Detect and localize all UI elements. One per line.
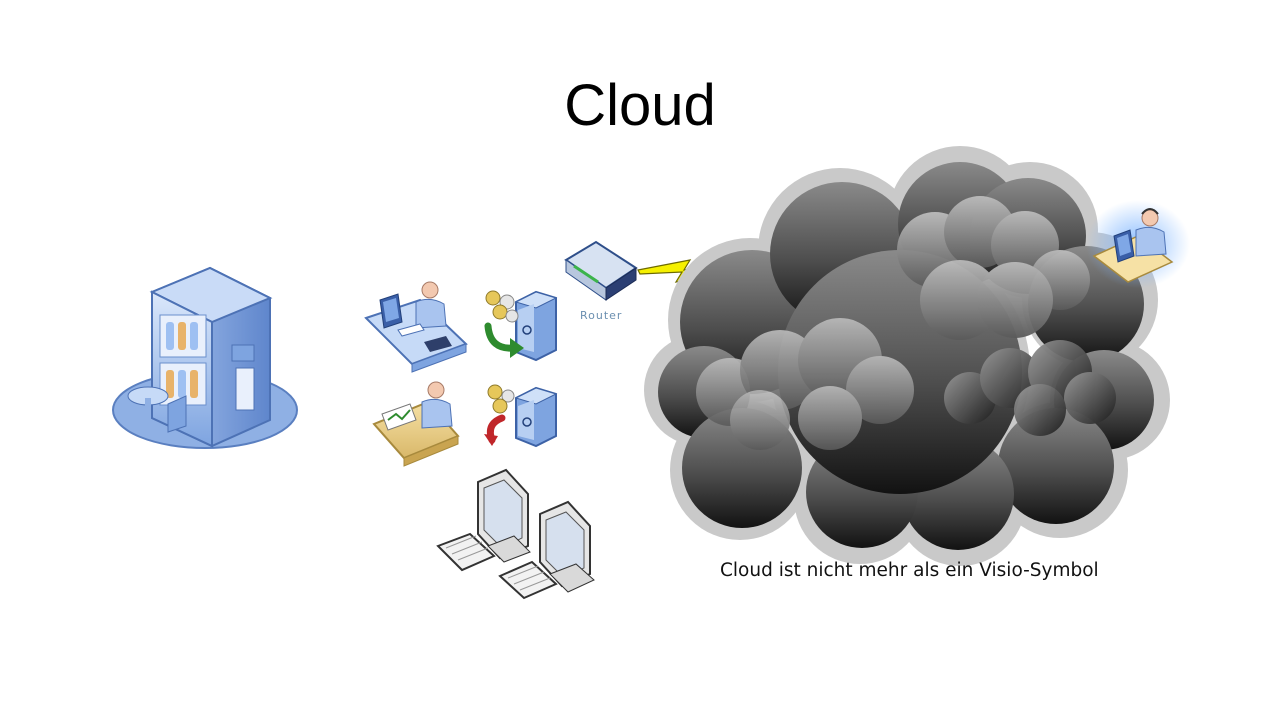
cloud-icon: [644, 146, 1170, 566]
router-label: Router: [580, 309, 623, 322]
server-inflow-icon: [484, 290, 558, 362]
office-worker-icon: [364, 281, 468, 373]
router-icon: [564, 240, 638, 301]
support-agent-icon: [1086, 200, 1190, 288]
server-outflow-icon: [484, 384, 558, 448]
workstations-icon: [436, 468, 595, 600]
data-entry-worker-icon: [372, 381, 460, 467]
building-icon: [112, 266, 298, 449]
cloud-caption: Cloud ist nicht mehr als ein Visio-Symbo…: [720, 560, 1099, 581]
slide-title: Cloud: [564, 73, 716, 138]
